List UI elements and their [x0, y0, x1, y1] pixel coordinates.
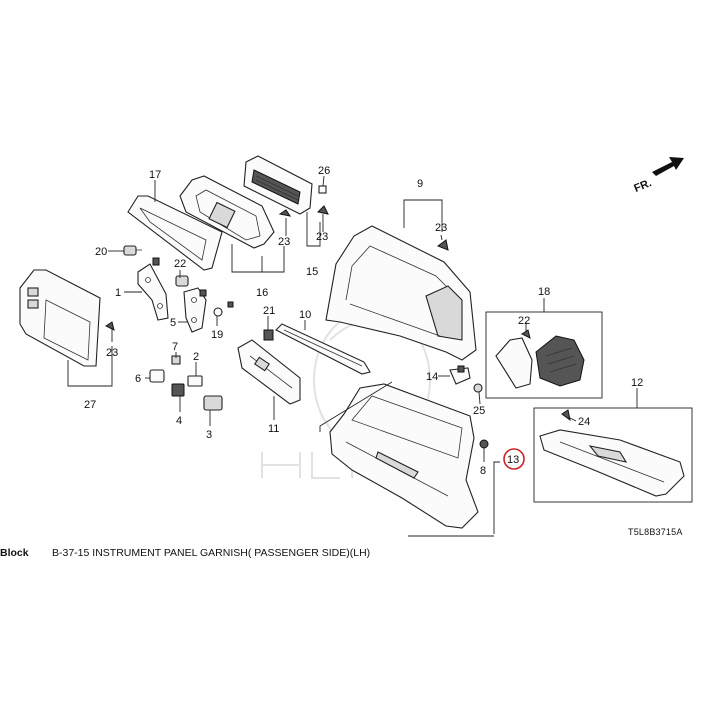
part-15-center-vent: [243, 155, 313, 215]
part-6-switch: [149, 369, 165, 383]
callout-6: 6: [135, 373, 141, 385]
part-8-bumper: [479, 439, 489, 449]
part-10-strip: [275, 323, 371, 375]
callout-22: 22: [174, 258, 186, 270]
part-21-clip: [263, 329, 274, 341]
group-box-15: [306, 212, 321, 247]
part-11-lower-garnish: [237, 339, 301, 405]
callout-18: 18: [538, 286, 550, 298]
part-5-bracket: [183, 287, 207, 333]
part-24-clip: [561, 409, 571, 422]
callout-24: 24: [578, 416, 590, 428]
callout-4: 4: [176, 415, 182, 427]
clip-23-display: [105, 321, 115, 331]
callout-20: 20: [95, 246, 107, 258]
callout-23-display: 23: [106, 347, 118, 359]
part-14-bracket: [449, 365, 471, 385]
callout-19: 19: [211, 329, 223, 341]
callout-13: 13: [507, 454, 519, 466]
callout-27: 27: [84, 399, 96, 411]
part-12-lower-tray: [539, 429, 685, 497]
clip-26: [318, 185, 327, 194]
part-13-glove-box: [329, 383, 479, 529]
callout-7: 7: [172, 341, 178, 353]
callout-23-vent: 23: [316, 231, 328, 243]
callout-2: 2: [193, 351, 199, 363]
front-arrow-icon: FR.: [632, 157, 684, 195]
callout-26: 26: [318, 165, 330, 177]
group-box-27: [67, 346, 113, 387]
callout-10: 10: [299, 309, 311, 321]
part-20-clip: [123, 245, 142, 256]
callout-25: 25: [473, 405, 485, 417]
callout-8: 8: [480, 465, 486, 477]
part-25-screw: [473, 383, 483, 393]
group-box-9: [403, 199, 443, 232]
leader-lines: [108, 175, 638, 462]
group-box-13: [319, 381, 500, 537]
clip-23-vent: [278, 205, 329, 217]
callout-12: 12: [631, 377, 643, 389]
callout-3: 3: [206, 429, 212, 441]
callout-22-vent: 22: [518, 315, 530, 327]
part-22-vent-clip: [521, 329, 531, 339]
clip-23-panel: [436, 239, 449, 251]
block-label: Block: [0, 547, 29, 559]
callout-17: 17: [149, 169, 161, 181]
part-3-switch: [203, 395, 223, 411]
screw-1: [152, 257, 160, 266]
callout-23-panel: 23: [435, 222, 447, 234]
clip-23-19: [227, 301, 234, 308]
part-16-center-garnish: [179, 175, 275, 249]
group-box-16: [231, 244, 285, 273]
callout-5: 5: [170, 317, 176, 329]
callout-23-garnish: 23: [278, 236, 290, 248]
diagram-caption: B-37-15 INSTRUMENT PANEL GARNISH( PASSEN…: [52, 547, 371, 559]
callout-1: 1: [115, 287, 121, 299]
group-box-12: [533, 407, 693, 503]
callout-11: 11: [268, 423, 279, 435]
callout-14: 14: [426, 371, 438, 383]
callout-21: 21: [263, 305, 275, 317]
drawing-code: T5L8B3715A: [628, 527, 683, 537]
part-2-switch: [187, 375, 203, 387]
callout-labels: 17 20 1 22 5 19 26 16 23 23 15 23 27 21 …: [84, 165, 643, 477]
part-1-bracket: [137, 263, 169, 321]
part-17-meter-bezel: [127, 195, 223, 271]
part-4-switch: [171, 383, 185, 397]
part-9-upper-panel: [325, 225, 477, 361]
callout-16: 16: [256, 287, 268, 299]
part-27-display-unit: [19, 269, 101, 367]
callout-9: 9: [417, 178, 423, 190]
callout-15: 15: [306, 266, 318, 278]
part-22-clip: [175, 275, 189, 287]
part-18-side-vent: [495, 335, 585, 389]
part-19-screw: [213, 307, 223, 317]
highlight-ring: [503, 448, 525, 470]
front-label: FR.: [632, 177, 653, 195]
